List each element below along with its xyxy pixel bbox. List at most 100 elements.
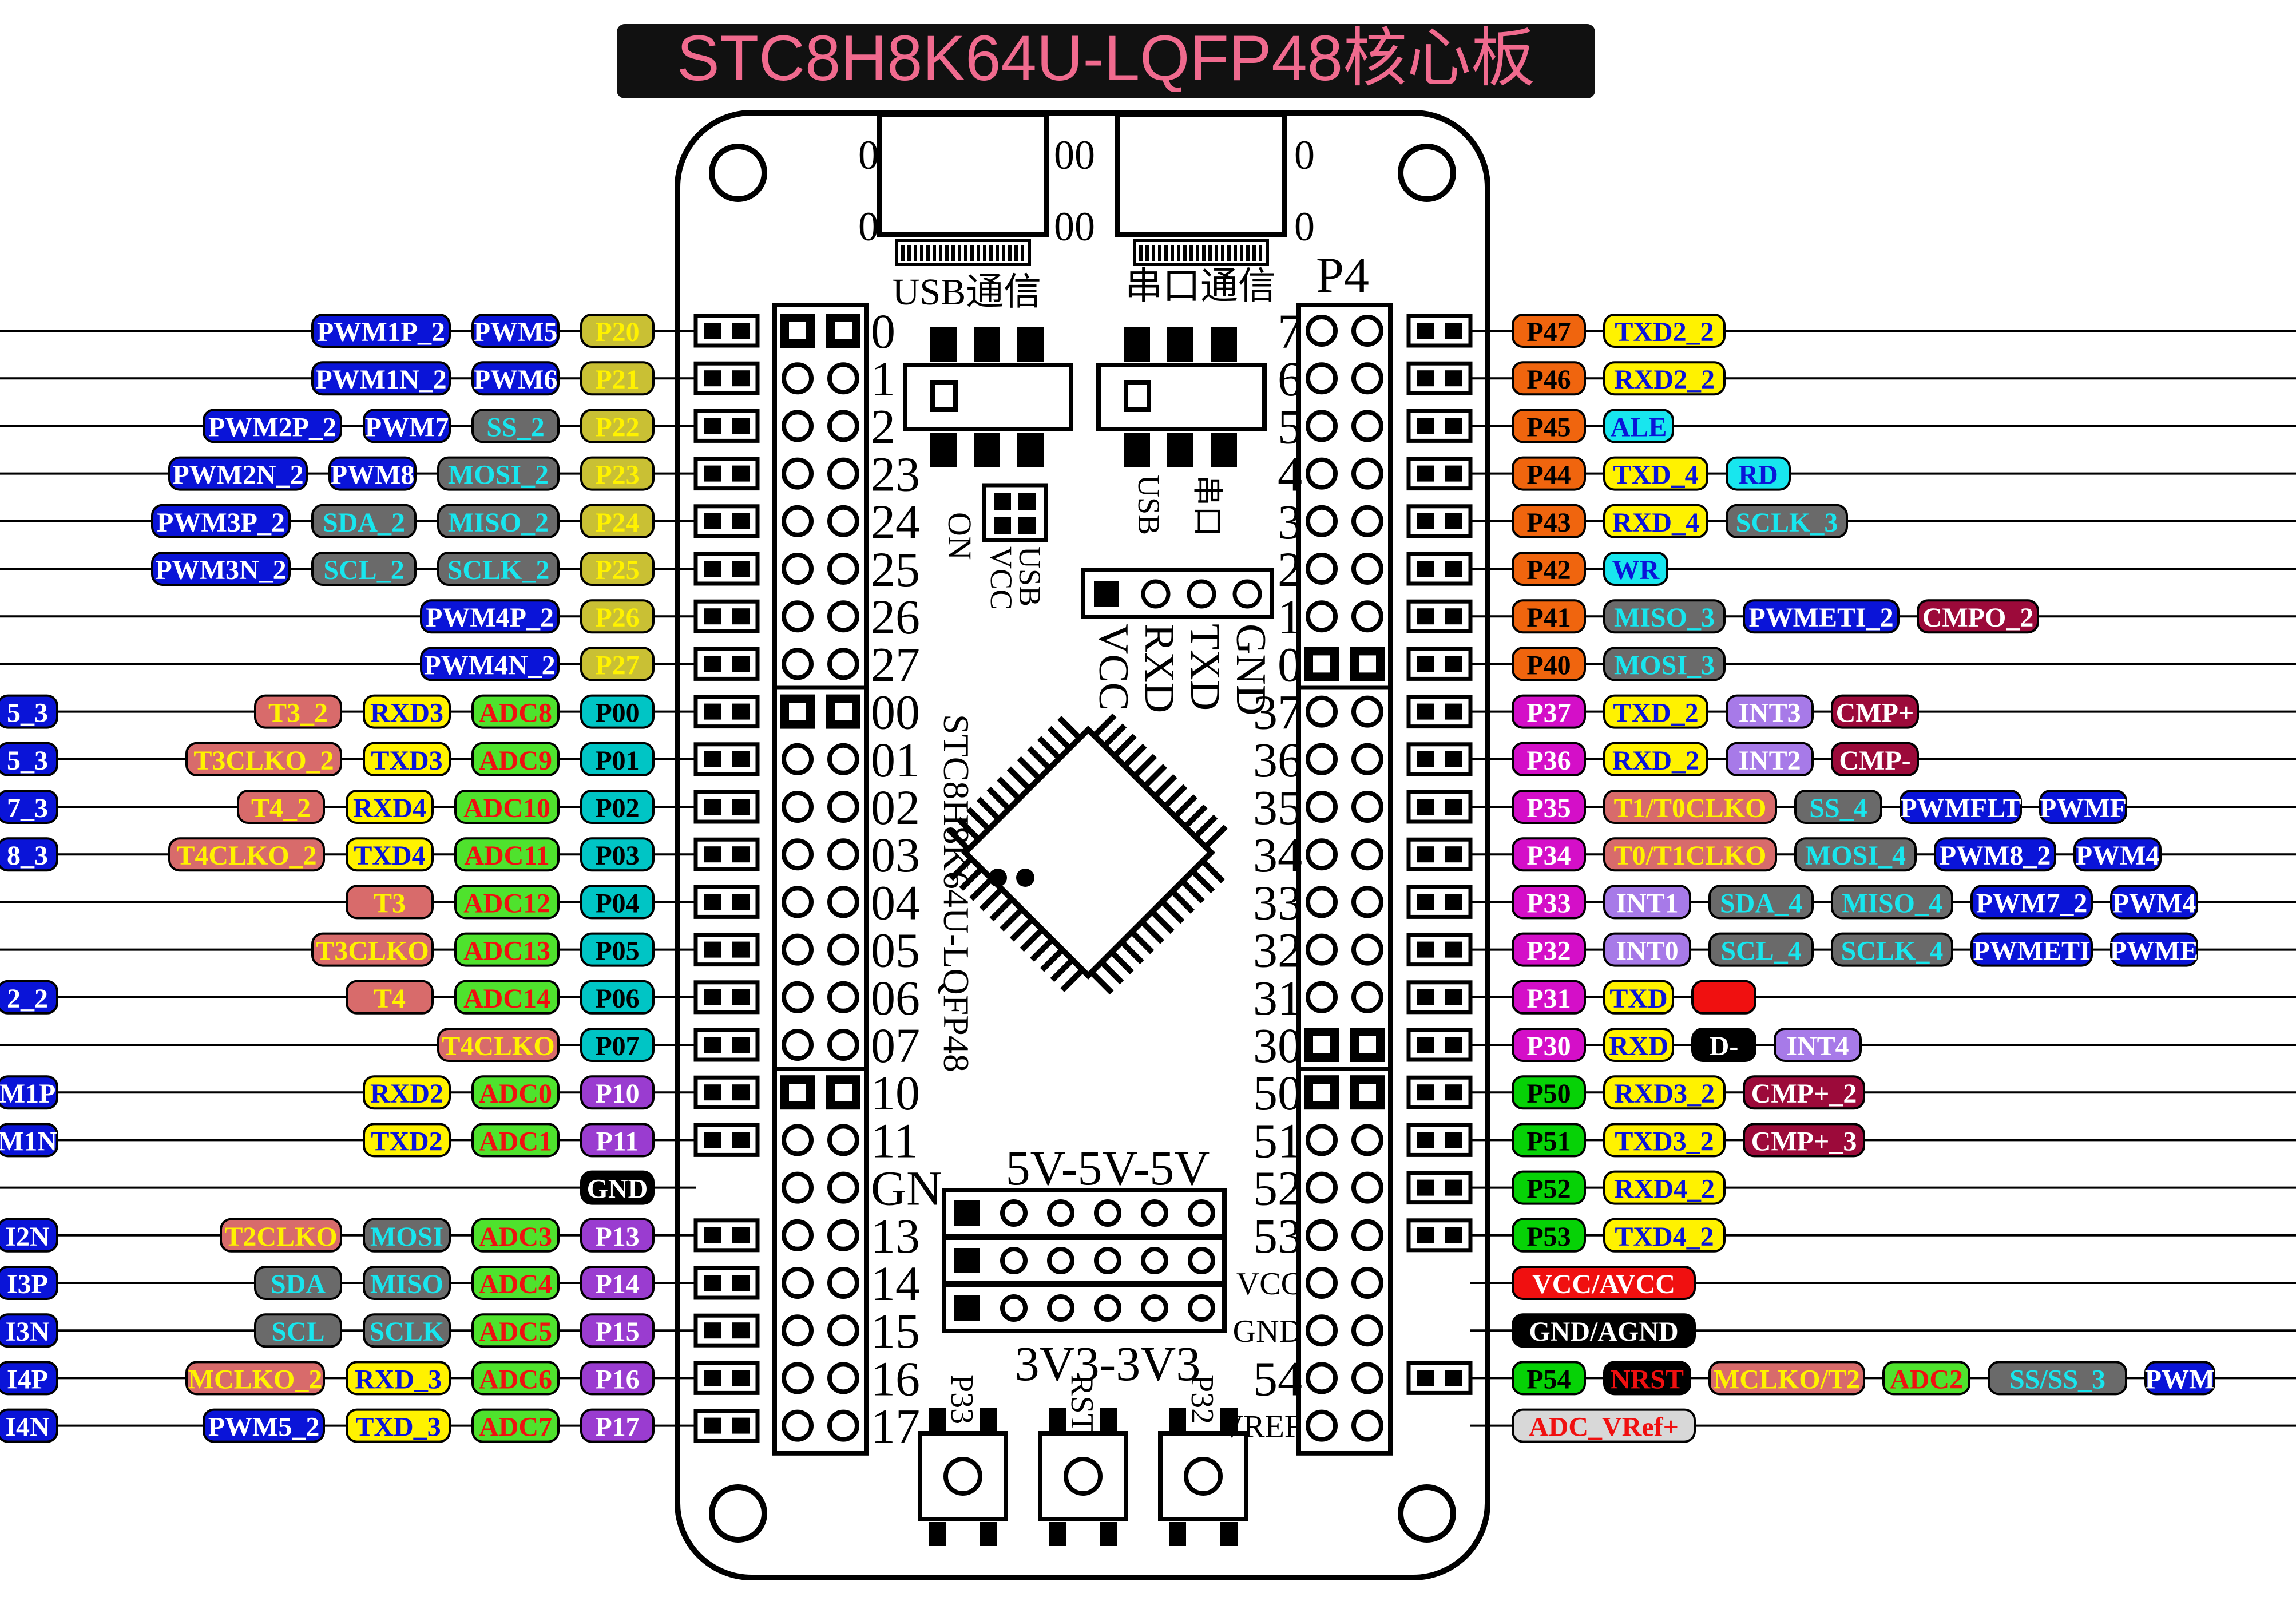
pin-label-p13: P13 xyxy=(580,1218,655,1253)
pin-pad xyxy=(1306,886,1338,918)
pin-label-pwm4: PWM4 xyxy=(2073,837,2162,872)
pin-label-p51: P51 xyxy=(1512,1123,1586,1158)
pin-pad xyxy=(782,505,814,537)
svg-text:I3N: I3N xyxy=(5,1317,50,1347)
svg-text:P25: P25 xyxy=(595,555,639,585)
left-header-number: 03 xyxy=(871,827,920,882)
pin-label-pwm4n-2: PWM4N_2 xyxy=(420,647,560,681)
pin-label-txd3-2: TXD3_2 xyxy=(1603,1123,1726,1158)
svg-text:P53: P53 xyxy=(1526,1222,1571,1252)
pin-pad xyxy=(782,838,814,871)
pin-label-p34: P34 xyxy=(1512,837,1586,872)
left-header-number: 11 xyxy=(871,1113,918,1168)
pin-pad xyxy=(827,362,859,395)
pin-label-p20: P20 xyxy=(580,314,655,348)
power-select-jumper[interactable] xyxy=(982,483,1048,542)
svg-text:P00: P00 xyxy=(595,698,639,728)
svg-text:MOSI_3: MOSI_3 xyxy=(1614,650,1715,680)
svg-text:PWM: PWM xyxy=(2145,1364,2215,1394)
pin-pad xyxy=(827,1362,859,1394)
pin-label-pwm5: PWM5 xyxy=(471,314,560,348)
pin-label-i2n: I2N xyxy=(0,1218,58,1253)
pin-label-gnd-agnd: GND/AGND xyxy=(1512,1313,1696,1348)
svg-text:PWM4P_2: PWM4P_2 xyxy=(426,603,554,633)
pin-label-mosi-2: MOSI_2 xyxy=(437,456,560,491)
svg-text:SCLK_3: SCLK_3 xyxy=(1736,508,1838,538)
usb-serial-switch[interactable] xyxy=(1096,327,1267,467)
svg-text:RXD3_2: RXD3_2 xyxy=(1614,1079,1715,1109)
left-header-number: 27 xyxy=(871,637,920,692)
usb-connector-left xyxy=(877,112,1049,266)
pin-label-p45: P45 xyxy=(1512,409,1586,443)
svg-text:MCLKO/T2: MCLKO/T2 xyxy=(1714,1364,1860,1394)
svg-text:ADC2: ADC2 xyxy=(1890,1364,1963,1394)
svg-text:TXD3: TXD3 xyxy=(371,746,442,776)
pin-pad xyxy=(1306,1314,1338,1347)
pin-pad xyxy=(1306,743,1338,775)
svg-text:SS_4: SS_4 xyxy=(1809,793,1867,823)
svg-text:P52: P52 xyxy=(1526,1174,1571,1204)
right-header-number: 36 xyxy=(1253,732,1302,787)
svg-text:7_3: 7_3 xyxy=(7,793,48,823)
pin-label-sclk-3: SCLK_3 xyxy=(1726,504,1848,538)
svg-text:RXD3: RXD3 xyxy=(370,698,443,728)
left-header-number: 00 xyxy=(871,685,920,740)
svg-text:PWM7_2: PWM7_2 xyxy=(1976,888,2088,918)
pin-pad xyxy=(827,600,859,633)
push-button-p32[interactable]: P32 xyxy=(1158,1374,1248,1546)
svg-text:PWM5: PWM5 xyxy=(474,317,558,347)
svg-text:P26: P26 xyxy=(595,603,639,633)
svg-text:5_3: 5_3 xyxy=(7,746,48,776)
pin-label-adc11: ADC11 xyxy=(454,837,560,872)
pin-label-p43: P43 xyxy=(1512,504,1586,538)
pin-pad xyxy=(827,457,859,490)
pin-label-wr: WR xyxy=(1603,552,1668,586)
svg-text:P03: P03 xyxy=(595,841,639,871)
pin-label-p10: P10 xyxy=(580,1075,655,1110)
pin-pad xyxy=(1306,315,1338,347)
svg-text:T3CLKO: T3CLKO xyxy=(316,936,429,966)
svg-text:VCC: VCC xyxy=(1090,624,1137,711)
svg-text:P36: P36 xyxy=(1526,746,1571,776)
svg-text:T4CLKO: T4CLKO xyxy=(442,1031,554,1061)
svg-text:PWM8_2: PWM8_2 xyxy=(1940,841,2051,871)
svg-text:P04: P04 xyxy=(595,888,639,918)
left-header-number: 02 xyxy=(871,780,920,835)
push-button-rst[interactable]: RST xyxy=(1038,1374,1128,1546)
pin-label-sclk: SCLK xyxy=(363,1313,451,1348)
pin-label-mosi-4: MOSI_4 xyxy=(1794,837,1917,872)
pin-pad xyxy=(1351,1314,1383,1347)
svg-text:MOSI_2: MOSI_2 xyxy=(448,460,549,490)
pin-label-d-: D+ xyxy=(1691,980,1756,1015)
pin-label-cmp-2: CMP+_2 xyxy=(1743,1075,1865,1110)
pin-label-p02: P02 xyxy=(580,790,655,824)
pin-label-txd2: TXD2 xyxy=(363,1123,451,1158)
svg-text:串口: 串口 xyxy=(1190,475,1224,537)
svg-text:SCL: SCL xyxy=(271,1317,324,1347)
pin-pad xyxy=(1351,315,1383,347)
power-switch[interactable] xyxy=(903,327,1073,467)
pin-pad xyxy=(782,791,814,823)
pin-pad xyxy=(1351,553,1383,585)
right-header-number: 5 xyxy=(1278,399,1302,454)
pin-label-scl-4: SCL_4 xyxy=(1708,932,1814,967)
push-button-p33[interactable]: P33 xyxy=(918,1374,1008,1546)
pin-pad xyxy=(1351,981,1383,1013)
right-header-number: 35 xyxy=(1253,780,1302,835)
pin-label-p52: P52 xyxy=(1512,1170,1586,1205)
svg-text:SS/SS_3: SS/SS_3 xyxy=(2009,1364,2105,1394)
svg-text:T0/T1CLKO: T0/T1CLKO xyxy=(1614,841,1767,871)
pin-pad xyxy=(1306,600,1338,633)
svg-text:ON: ON xyxy=(941,512,978,560)
pin-pad xyxy=(782,1267,814,1299)
right-header-number: 37 xyxy=(1253,685,1302,740)
pin-label-adc-vref-: ADC_VRef+ xyxy=(1512,1408,1696,1443)
svg-text:MISO_2: MISO_2 xyxy=(448,508,549,538)
pin-label-cmp-: CMP+ xyxy=(1831,694,1919,729)
pin-pad xyxy=(827,505,859,537)
svg-text:D+: D+ xyxy=(1706,984,1742,1014)
pin-pad xyxy=(782,1124,814,1156)
right-header-number: 54 xyxy=(1253,1351,1302,1406)
svg-text:I4P: I4P xyxy=(7,1364,48,1394)
svg-text:VCC: VCC xyxy=(984,546,1018,610)
